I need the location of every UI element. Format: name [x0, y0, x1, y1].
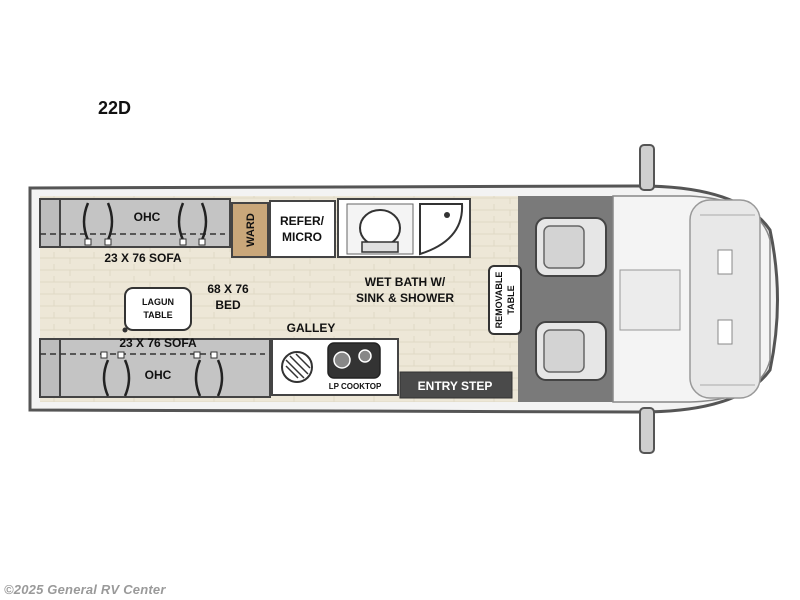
driver-seat — [535, 217, 607, 277]
wet-bath — [337, 198, 471, 258]
refer-label-line1: REFER/ — [280, 214, 325, 228]
lagun-label-line1: LAGUN — [142, 297, 174, 307]
model-name: 22D — [98, 98, 132, 118]
removable-label-line2: TABLE — [506, 285, 516, 314]
sofa-top-label: 23 X 76 SOFA — [104, 251, 182, 265]
refer-label-line2: MICRO — [282, 230, 322, 244]
wardrobe — [231, 202, 269, 258]
sofa-bottom — [39, 338, 271, 398]
watermark: ©2025 General RV Center — [4, 582, 166, 597]
lagun-label-line2: TABLE — [143, 310, 172, 320]
ward-label: WARD — [245, 213, 257, 247]
sofa-top — [39, 198, 231, 248]
removable-table — [488, 265, 522, 335]
ohc-bottom-label: OHC — [145, 368, 172, 382]
wetbath-label-line1: WET BATH W/ — [365, 275, 446, 289]
bed-label-line1: 68 X 76 — [207, 282, 249, 296]
sofa-bottom-label: 23 X 76 SOFA — [119, 336, 197, 350]
lp-cooktop-label: LP COOKTOP — [329, 382, 382, 391]
bed-label-line2: BED — [215, 298, 241, 312]
passenger-seat — [535, 321, 607, 381]
lagun-table — [122, 287, 192, 333]
entry-step — [399, 371, 513, 399]
ohc-top-label: OHC — [134, 210, 161, 224]
entry-step-label: ENTRY STEP — [418, 379, 493, 393]
side-mirrors — [639, 144, 655, 454]
wetbath-label-line2: SINK & SHOWER — [356, 291, 454, 305]
galley-counter — [271, 338, 399, 396]
refrigerator-microwave — [269, 200, 336, 258]
removable-label-line1: REMOVABLE — [494, 272, 504, 329]
galley-label: GALLEY — [287, 321, 336, 335]
